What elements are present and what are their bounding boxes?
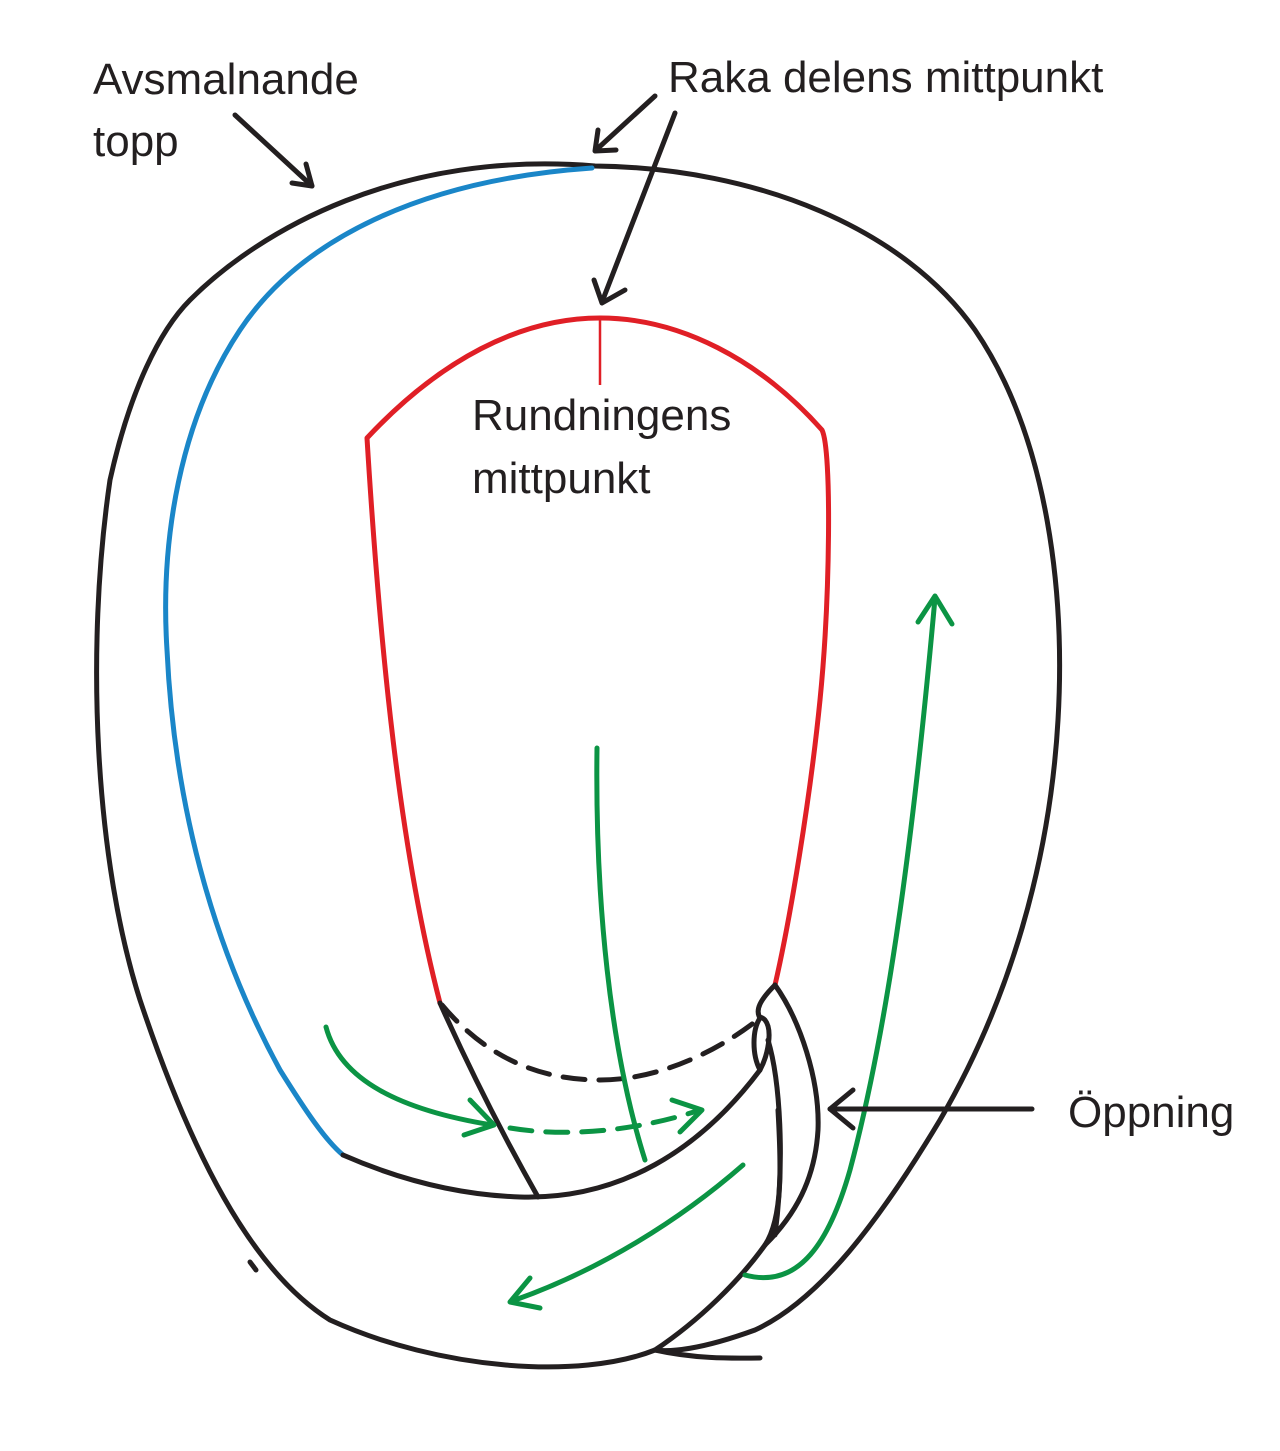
green-right-up-arrowhead xyxy=(915,593,955,627)
green-down-left-arrowhead xyxy=(507,1275,543,1311)
opening-arrowhead xyxy=(827,1087,856,1131)
tapered-top-label-line2: topp xyxy=(93,117,179,166)
red-outline xyxy=(364,315,832,1006)
outline-gap-mark xyxy=(247,1259,259,1273)
dashed-fold-curve xyxy=(439,1002,763,1083)
pocket-outline xyxy=(652,1107,783,1353)
green-left-arrowhead xyxy=(461,1097,497,1138)
tapered-top-arrow xyxy=(232,112,315,189)
tapered-top-arrowhead xyxy=(289,161,315,189)
curve-midpoint-label-line2: mittpunkt xyxy=(472,454,651,503)
green-right-up-arrow xyxy=(742,595,938,1281)
opening-label: Öppning xyxy=(1068,1088,1234,1137)
green-dashed-arrow xyxy=(507,1107,703,1135)
straight-midpoint-arrow-2 xyxy=(599,110,678,305)
curve-midpoint-label-line1: Rundningens xyxy=(472,391,731,440)
blue-edge-line xyxy=(163,165,595,1158)
straight-midpoint-arrow-1 xyxy=(593,93,658,153)
green-down-left-arrow xyxy=(512,1162,746,1303)
opening-loop xyxy=(762,982,821,1248)
inner-diagonal-line xyxy=(437,1000,541,1200)
green-dashed-arrowhead xyxy=(669,1097,705,1135)
green-left-curve-arrow xyxy=(323,1024,495,1128)
green-center-path xyxy=(594,745,648,1163)
tapered-top-label-line1: Avsmalnande xyxy=(93,55,359,104)
opening-inner-edge xyxy=(755,982,778,1021)
outer-outline xyxy=(94,161,1063,1370)
opening-fold-line xyxy=(765,1037,783,1238)
straight-midpoint-arrowhead-1 xyxy=(592,127,619,154)
straight-midpoint-arrowhead-2 xyxy=(591,277,628,306)
straight-midpoint-label: Raka delens mittpunkt xyxy=(668,53,1103,102)
pocket-lower-edge xyxy=(652,1347,763,1361)
